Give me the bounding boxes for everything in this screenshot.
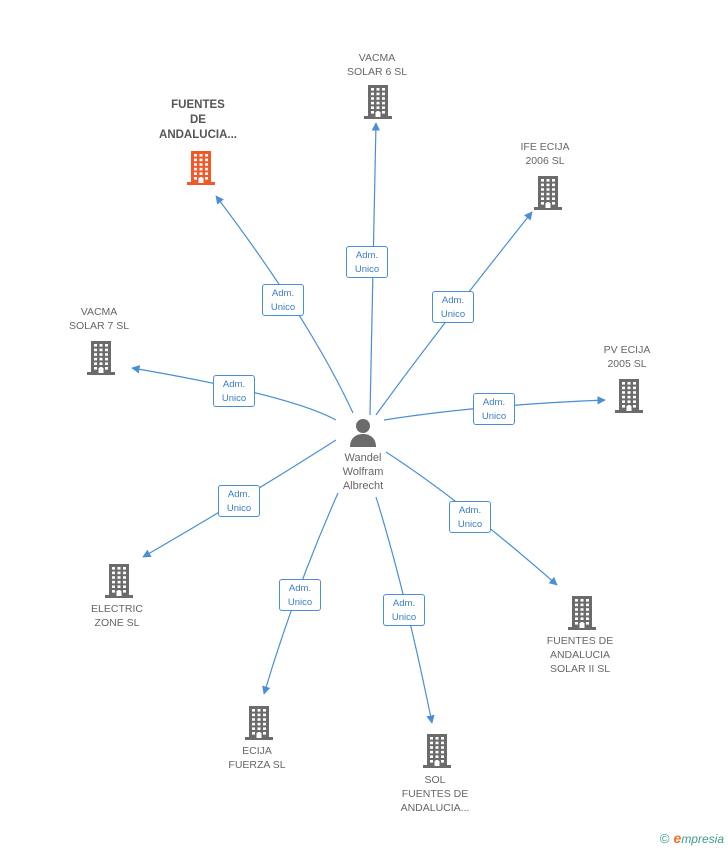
role-box-fuentes: Adm. Unico	[262, 284, 304, 316]
role-label: Adm.	[482, 397, 506, 408]
building-icon[interactable]	[566, 594, 598, 630]
building-icon[interactable]	[532, 174, 564, 210]
building-icon[interactable]	[103, 562, 135, 598]
building-icon[interactable]	[85, 339, 117, 375]
building-icon[interactable]	[243, 704, 275, 740]
person-name[interactable]: Wandel Wolfram Albrecht	[342, 452, 384, 492]
role-box-vacma7: Adm. Unico	[213, 375, 255, 407]
role-label: Adm.	[441, 295, 465, 306]
edge-ifeecija	[375, 211, 533, 416]
company-label-pvecija[interactable]: PV ECIJA 2005 SL	[603, 344, 651, 370]
role-box-fsolar2: Adm. Unico	[449, 501, 491, 533]
role-box-ifeecija: Adm. Unico	[432, 291, 474, 323]
role-label: Adm.	[355, 250, 379, 261]
company-label-ecija[interactable]: ECIJA FUERZA SL	[228, 745, 286, 771]
company-label-sol[interactable]: SOL FUENTES DE ANDALUCIA...	[400, 774, 470, 814]
copyright-symbol: ©	[659, 830, 670, 846]
role-label: Adm.	[392, 598, 416, 609]
role-label: Adm.	[458, 505, 482, 516]
building-icon[interactable]	[421, 732, 453, 768]
role-box-ecija: Adm. Unico	[279, 579, 321, 611]
role-box-sol: Adm. Unico	[383, 594, 425, 626]
role-label: Unico	[221, 393, 247, 404]
role-label: Unico	[391, 612, 417, 623]
company-label-ifeecija[interactable]: IFE ECIJA 2006 SL	[520, 141, 570, 167]
role-box-electric: Adm. Unico	[218, 485, 260, 517]
building-icon[interactable]	[613, 377, 645, 413]
brand-logo: empresia	[673, 830, 724, 846]
edge-vacma7	[131, 365, 337, 421]
company-label-vacma7[interactable]: VACMA SOLAR 7 SL	[68, 306, 130, 332]
role-label: Unico	[481, 411, 507, 422]
person-icon[interactable]	[347, 416, 379, 448]
role-label: Adm.	[288, 583, 312, 594]
building-icon[interactable]	[185, 149, 217, 185]
footer-brand: © empresia	[660, 830, 724, 846]
role-label: Adm.	[227, 489, 251, 500]
role-label: Unico	[270, 302, 296, 313]
role-label: Adm.	[222, 379, 246, 390]
role-label: Adm.	[271, 288, 295, 299]
company-label-vacma6[interactable]: VACMA SOLAR 6 SL	[346, 52, 408, 78]
company-label-fsolar2[interactable]: FUENTES DE ANDALUCIA SOLAR II SL	[546, 635, 614, 675]
building-icon[interactable]	[362, 83, 394, 119]
role-box-vacma6: Adm. Unico	[346, 246, 388, 278]
role-label: Unico	[287, 597, 313, 608]
edge-vacma6	[369, 122, 381, 416]
role-label: Unico	[354, 264, 380, 275]
company-label-fuentes[interactable]: FUENTES DE ANDALUCIA...	[159, 99, 237, 141]
role-label: Unico	[457, 519, 483, 530]
company-label-electric[interactable]: ELECTRIC ZONE SL	[91, 603, 143, 629]
role-label: Unico	[226, 503, 252, 514]
role-label: Unico	[440, 309, 466, 320]
role-box-pvecija: Adm. Unico	[473, 393, 515, 425]
